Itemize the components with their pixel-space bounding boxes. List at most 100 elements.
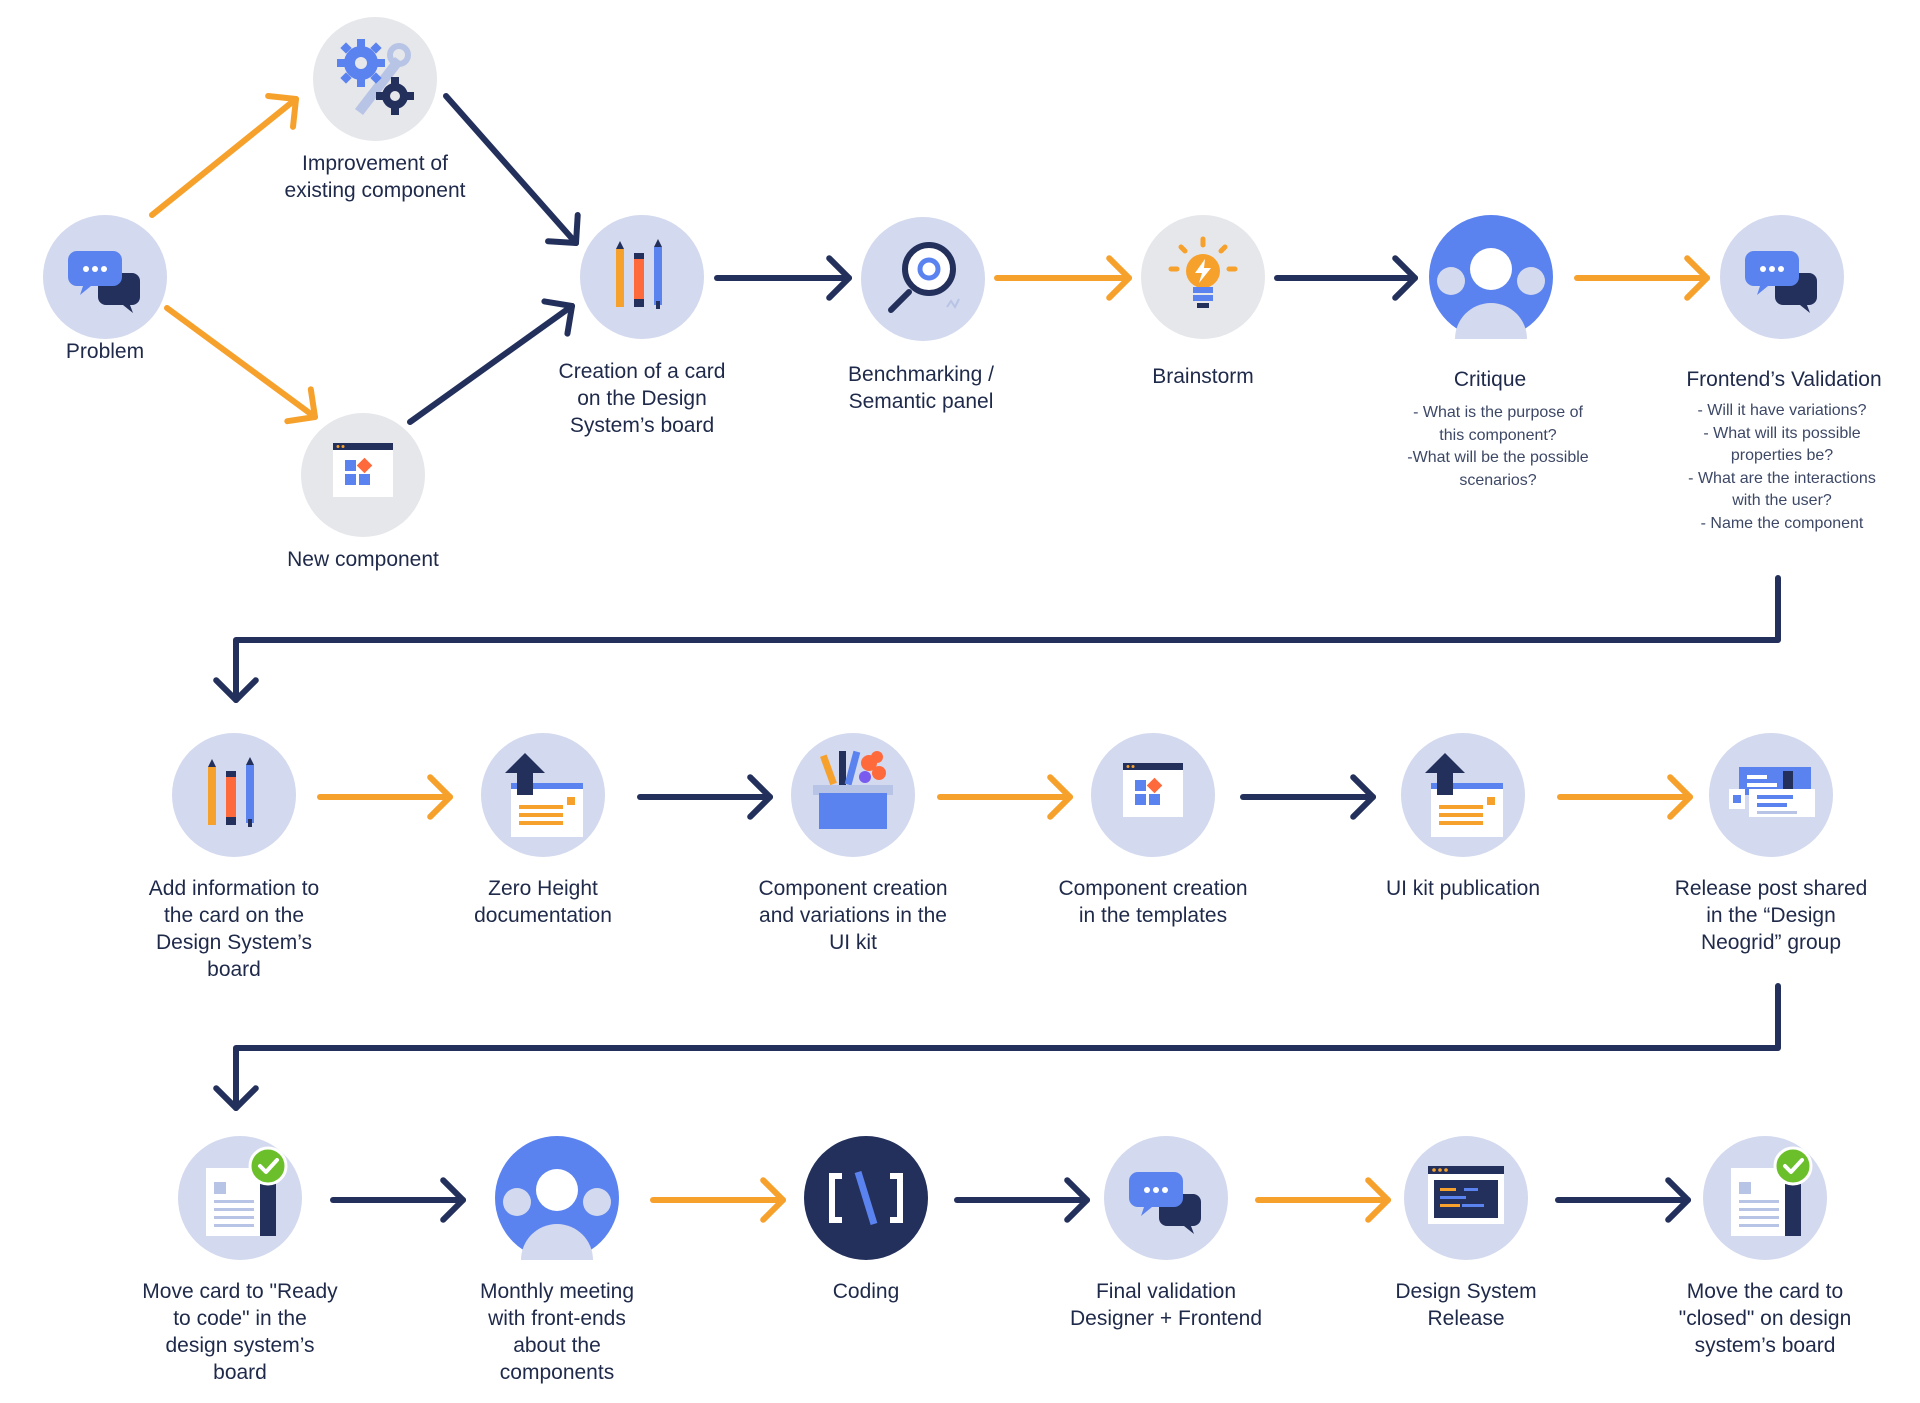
card-check-icon [1731, 1146, 1813, 1236]
connector-improvement-to-creation_card [443, 93, 581, 246]
code-brackets-icon [829, 1170, 903, 1226]
connector-ds_release-to-move_closed [1555, 1177, 1691, 1223]
note-critique: - What is the purpose of this component?… [1407, 404, 1589, 489]
magnifier-icon [888, 242, 960, 313]
arrow-head-icon [545, 212, 581, 246]
arrow-head-icon [747, 774, 773, 820]
node-critique [1429, 215, 1553, 339]
label-frontend-validation: Frontend’s Validation [1686, 368, 1882, 391]
node-component-creation-ui [791, 733, 915, 857]
node-brainstorm [1141, 215, 1265, 339]
connector-problem-to-new_component [164, 305, 318, 425]
arrow-head-icon [1047, 774, 1073, 820]
people-group-icon [1437, 248, 1545, 339]
code-window-icon [1428, 1166, 1504, 1224]
connector-frontend_validation-to-add_info [213, 575, 1781, 703]
arrow-head-icon [1106, 255, 1132, 301]
connector-coding-to-final_validation [954, 1177, 1090, 1223]
arrow-head-icon [1365, 1177, 1391, 1223]
label-critique: Critique [1453, 368, 1527, 391]
card-check-icon [206, 1146, 288, 1236]
arrow-head-icon [1665, 1177, 1691, 1223]
connector-release_post-to-move_ready [213, 983, 1781, 1111]
label-ui-kit-publication: UI kit publication [1385, 877, 1541, 900]
upload-document-icon [505, 753, 583, 837]
node-monthly-meeting [495, 1136, 619, 1260]
connector-critique-to-frontend_validation [1574, 255, 1710, 301]
node-add-info [172, 733, 296, 857]
node-ui-kit-publication [1401, 733, 1525, 857]
pencils-icon [208, 757, 254, 827]
label-release-post: Release post shared in the “Design Neogr… [1674, 877, 1868, 954]
node-improvement [313, 17, 437, 141]
label-coding: Coding [832, 1280, 900, 1303]
connector-monthly_meeting-to-coding [650, 1177, 786, 1223]
node-final-validation [1104, 1136, 1228, 1260]
label-creation-card: Creation of a card on the Design System’… [558, 360, 726, 437]
connector-move_ready-to-monthly_meeting [330, 1177, 466, 1223]
label-improvement: Improvement of existing component [284, 152, 466, 202]
node-new-component [301, 413, 425, 537]
arrow-head-icon [213, 1085, 259, 1111]
chat-bubbles-icon [68, 251, 140, 313]
node-coding [804, 1136, 928, 1260]
node-component-creation-templates [1091, 733, 1215, 857]
arrow-head-icon [541, 298, 575, 337]
node-creation-card [580, 215, 704, 339]
connector-benchmarking-to-brainstorm [994, 255, 1132, 301]
arrow-head-icon [284, 386, 318, 425]
arrow-head-icon [1350, 774, 1376, 820]
arrow-head-icon [1684, 255, 1710, 301]
connector-new_component-to-creation_card [407, 298, 575, 425]
label-problem: Problem [65, 340, 145, 363]
label-component-creation-templates: Component creation in the templates [1058, 877, 1248, 927]
people-group-icon [503, 1169, 611, 1260]
node-zero-height [481, 733, 605, 857]
label-component-creation-ui: Component creation and variations in the… [758, 877, 948, 954]
art-supplies-box-icon [813, 750, 893, 829]
connector-creation_card-to-benchmarking [714, 255, 852, 301]
arrow-head-icon [427, 774, 453, 820]
label-add-info: Add information to the card on the Desig… [148, 877, 320, 981]
label-brainstorm: Brainstorm [1152, 365, 1254, 388]
arrow-head-icon [826, 255, 852, 301]
node-problem [43, 215, 167, 339]
arrow-head-icon [1392, 255, 1418, 301]
upload-document-icon [1425, 753, 1503, 837]
connector-component_creation_ui-to-component_creation_templates [937, 774, 1073, 820]
connector-final_validation-to-ds_release [1255, 1177, 1391, 1223]
label-ds-release: Design System Release [1395, 1280, 1537, 1330]
connector-problem-to-improvement [149, 93, 299, 218]
label-new-component: New component [287, 548, 439, 571]
label-monthly-meeting: Monthly meeting with front-ends about th… [479, 1280, 635, 1384]
connector-zero_height-to-component_creation_ui [637, 774, 773, 820]
note-frontend-validation: - Will it have variations? - What will i… [1688, 402, 1876, 532]
connector-brainstorm-to-critique [1274, 255, 1418, 301]
arrow-head-icon [1667, 774, 1693, 820]
component-window-icon [333, 443, 393, 497]
pencils-icon [616, 239, 662, 309]
arrow-head-icon [1064, 1177, 1090, 1223]
cards-icon [1729, 767, 1815, 817]
arrow-head-icon [265, 93, 299, 130]
connector-ui_kit_publication-to-release_post [1557, 774, 1693, 820]
lightbulb-icon [1168, 236, 1238, 308]
chat-bubbles-icon [1745, 251, 1817, 313]
arrow-head-icon [760, 1177, 786, 1223]
label-zero-height: Zero Height documentation [474, 877, 612, 927]
label-benchmarking: Benchmarking / Semantic panel [848, 363, 994, 413]
connector-component_creation_templates-to-ui_kit_publication [1240, 774, 1376, 820]
component-window-icon [1123, 763, 1183, 817]
node-release-post [1709, 733, 1833, 857]
connector-add_info-to-zero_height [317, 774, 453, 820]
chat-bubbles-icon [1129, 1172, 1201, 1234]
label-final-validation: Final validation Designer + Frontend [1069, 1280, 1263, 1330]
label-move-ready: Move card to "Ready to code" in the desi… [142, 1280, 338, 1384]
node-move-closed [1703, 1136, 1827, 1260]
node-benchmarking [861, 217, 985, 341]
arrow-head-icon [213, 677, 259, 703]
node-move-ready [178, 1136, 302, 1260]
node-ds-release [1404, 1136, 1528, 1260]
